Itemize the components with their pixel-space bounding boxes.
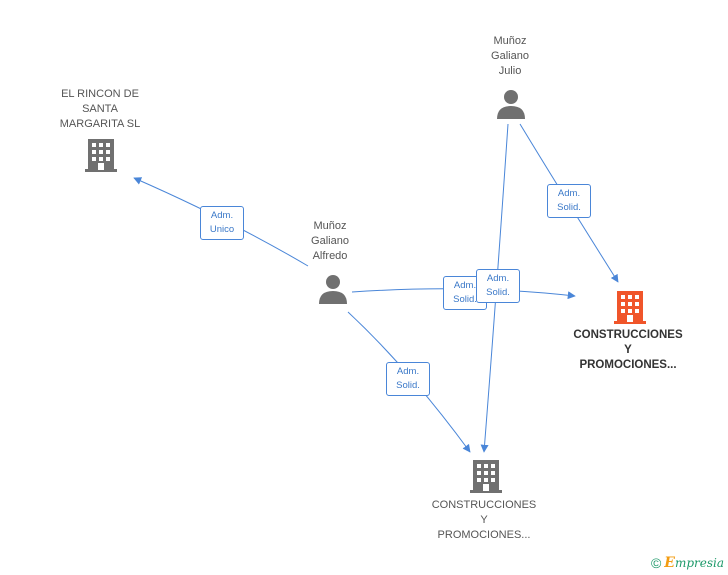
person-label-alfredo[interactable]: Muñoz Galiano Alfredo: [311, 220, 349, 262]
edge-label-alfredo-cyp-bottom[interactable]: Adm. Solid.: [386, 362, 430, 396]
building-icon[interactable]: [470, 459, 502, 493]
brand-logo: Empresia: [664, 555, 724, 571]
building-icon-highlighted[interactable]: [614, 290, 646, 324]
person-label-julio[interactable]: Muñoz Galiano Julio: [491, 35, 529, 77]
company-label-cyp-bottom[interactable]: CONSTRUCCIONES Y PROMOCIONES...: [431, 499, 537, 541]
footer-brand: © Empresia: [651, 555, 724, 571]
person-icon[interactable]: [497, 89, 525, 119]
edge-label-julio-cyp-bottom[interactable]: Adm. Solid.: [476, 269, 520, 303]
company-label-rincon[interactable]: EL RINCON DE SANTA MARGARITA SL: [59, 88, 141, 130]
company-label-cyp-main[interactable]: CONSTRUCCIONES Y PROMOCIONES...: [573, 329, 683, 371]
edge-label-alfredo-rincon[interactable]: Adm. Unico: [200, 206, 244, 240]
building-icon[interactable]: [85, 138, 117, 172]
copyright-icon: ©: [650, 555, 662, 571]
edge-label-julio-cyp-main[interactable]: Adm. Solid.: [547, 184, 591, 218]
person-icon[interactable]: [319, 274, 347, 304]
